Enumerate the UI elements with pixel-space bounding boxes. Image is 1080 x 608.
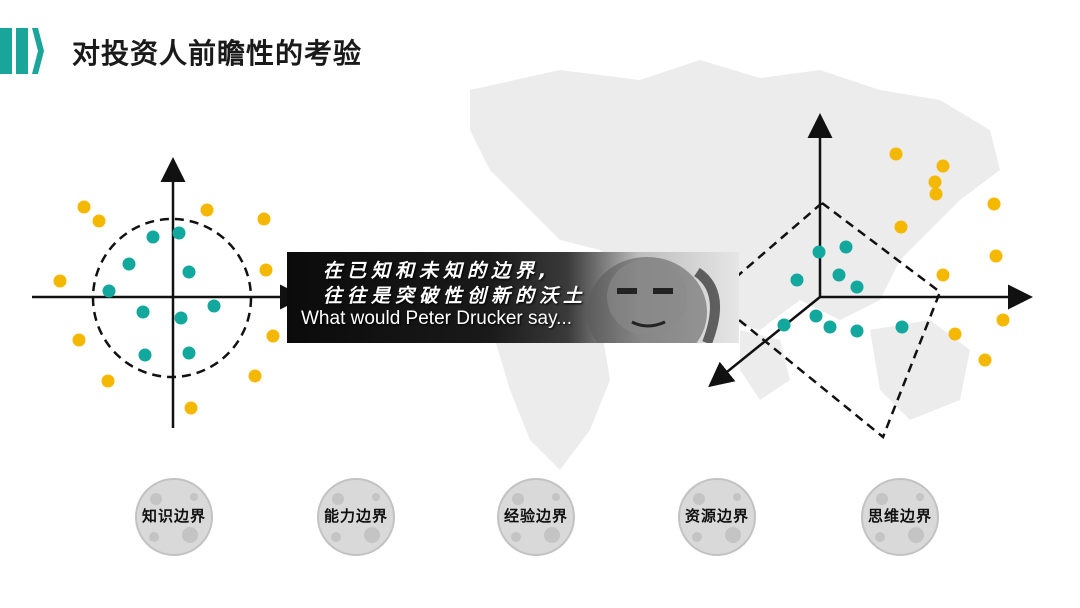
boundary-label: 思维边界	[867, 507, 932, 525]
right-inner-dots	[777, 240, 909, 338]
boundary-badge-experience: 经验边界	[496, 477, 576, 557]
banner-quote: What would Peter Drucker say...	[301, 308, 573, 329]
moon-icon	[135, 478, 213, 556]
banner-line-2: 往往是突破性创新的沃土	[323, 285, 588, 307]
boundary-label: 资源边界	[684, 507, 749, 525]
moon-icon	[861, 478, 939, 556]
moon-icon	[678, 478, 756, 556]
moon-icon	[497, 478, 575, 556]
drucker-quote-banner: 在已知和未知的边界, 往往是突破性创新的沃土 What would Peter …	[287, 252, 739, 343]
moon-icon	[317, 478, 395, 556]
left-inner-dots	[102, 226, 221, 362]
boundary-label: 知识边界	[141, 507, 206, 525]
right-boundary-shape	[710, 201, 942, 440]
page-title: 对投资人前瞻性的考验	[72, 37, 363, 70]
boundary-badge-knowledge: 知识边界	[134, 477, 214, 557]
boundary-label: 经验边界	[503, 507, 568, 525]
left-outer-dots	[53, 200, 280, 415]
portrait-image	[587, 257, 720, 343]
title-chevron-icon	[0, 28, 44, 74]
right-outer-dots	[889, 147, 1010, 367]
boundary-badge-resource: 资源边界	[677, 477, 757, 557]
left-boundary-circle	[91, 217, 253, 379]
boundary-badge-ability: 能力边界	[316, 477, 396, 557]
boundary-badge-thinking: 思维边界	[860, 477, 940, 557]
boundary-label: 能力边界	[323, 507, 388, 525]
banner-line-1: 在已知和未知的边界,	[323, 260, 552, 282]
